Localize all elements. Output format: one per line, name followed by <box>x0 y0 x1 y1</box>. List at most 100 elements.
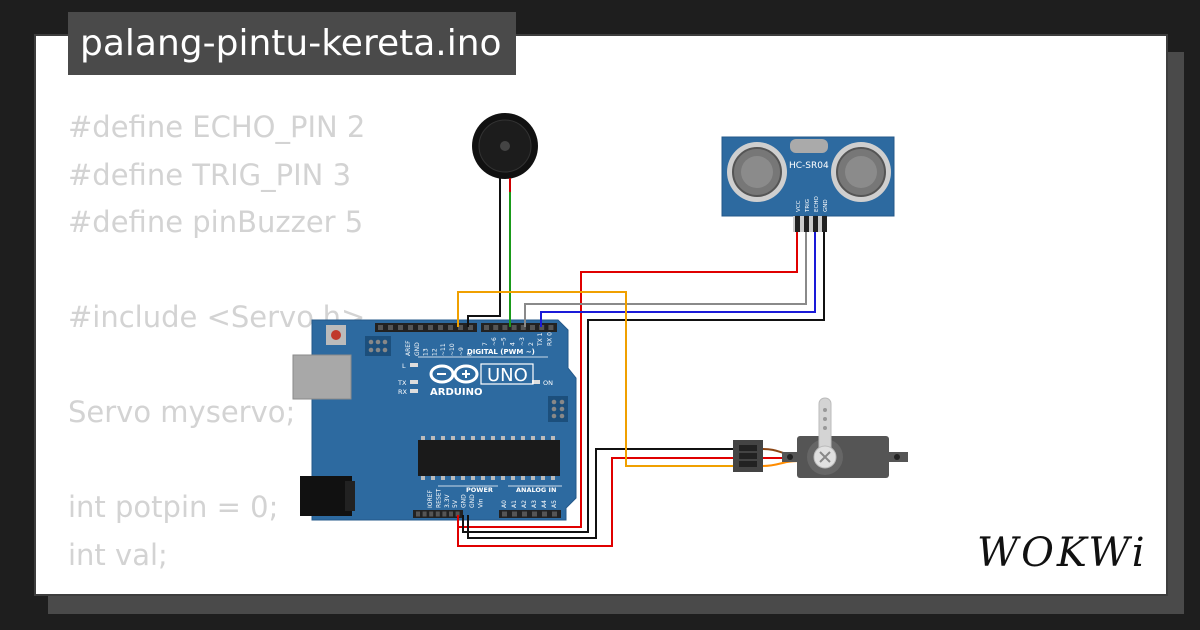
buzzer[interactable] <box>472 113 538 192</box>
header-pin <box>542 511 547 517</box>
code-line: Servo myservo; <box>68 395 296 429</box>
wire-sensor-gnd[interactable] <box>462 232 825 533</box>
header-pin <box>449 511 453 517</box>
chip-pin <box>481 476 485 480</box>
led-l-label: L <box>402 362 406 370</box>
digital-pin-label: 4 <box>510 342 517 346</box>
power-pin-label: 5V <box>452 499 459 508</box>
wire-sensor-trig[interactable] <box>524 232 807 327</box>
board-model: UNO <box>487 365 528 386</box>
code-line: int potpin = 0; <box>68 490 279 524</box>
atmega-chip <box>418 440 560 476</box>
chip-pin <box>481 436 485 440</box>
header-pin <box>532 511 537 517</box>
usb-port <box>292 354 352 400</box>
header-pin <box>493 325 499 330</box>
code-line: #include <Servo.h> <box>68 300 366 334</box>
digital-pin-label: RX 0 <box>546 332 553 346</box>
analog-header <box>499 510 561 518</box>
digital-pin-label: 8 <box>467 352 474 356</box>
wire-servo-vcc[interactable] <box>457 457 744 547</box>
led-on-label: ON <box>543 379 553 387</box>
digital-header-left <box>375 323 477 332</box>
chip-pin <box>541 476 545 480</box>
led-rx <box>410 389 418 393</box>
chip-pin <box>521 476 525 480</box>
project-filename-tab[interactable]: palang-pintu-kereta.ino <box>68 12 516 75</box>
header-pin <box>458 325 463 330</box>
sensor-pin-label: ECHO <box>814 196 820 212</box>
digital-pin-label: TX 1 <box>537 332 544 347</box>
uno-badge <box>480 363 534 385</box>
chip-pin <box>441 436 445 440</box>
sensor-pin-label: TRIG <box>805 199 811 213</box>
code-line: int val; <box>68 537 168 572</box>
board-brand: ARDUINO <box>430 387 482 398</box>
servo-horn[interactable] <box>818 397 832 449</box>
arduino-infinity-logo-icon <box>429 364 479 384</box>
header-pin <box>378 325 383 330</box>
header-pin <box>512 511 517 517</box>
power-jack <box>300 476 352 516</box>
power-pin-label: GND <box>469 494 476 508</box>
header-pin <box>468 325 473 330</box>
chip-pin <box>531 476 535 480</box>
chip-pin <box>521 436 525 440</box>
icsp-header-2 <box>548 396 568 422</box>
digital-pin-label: 13 <box>423 348 430 356</box>
wire-sensor-echo[interactable] <box>540 232 816 327</box>
wire-servo-gnd[interactable] <box>467 448 744 539</box>
analog-pin-label: A2 <box>521 500 528 508</box>
digital-pin-label: ~10 <box>449 343 456 356</box>
header-pin <box>522 511 527 517</box>
chip-pin <box>531 436 535 440</box>
power-pin-label: IOREF <box>427 490 434 508</box>
digital-pin-label: GND <box>414 342 421 356</box>
chip-pin <box>461 476 465 480</box>
header-pin <box>416 511 420 517</box>
power-pin-label: RESET <box>435 488 442 508</box>
digital-pin-label: 7 <box>482 342 489 346</box>
header-pin <box>429 511 434 517</box>
wokwi-logo-text: WOKWi <box>977 530 1148 576</box>
servo[interactable] <box>733 397 908 478</box>
wire-buzzer-gnd[interactable] <box>467 185 501 327</box>
power-pin-label: GND <box>461 494 468 508</box>
digital-header-label: DIGITAL (PWM ~) <box>467 348 535 356</box>
digital-pin-label: 12 <box>431 348 438 356</box>
digital-pin-label: ~9 <box>458 347 465 356</box>
header-pin <box>422 511 427 517</box>
header-pin <box>455 511 460 517</box>
wokwi-logo: WOKWi <box>975 522 1150 581</box>
digital-header-right <box>481 323 557 332</box>
chip-pin <box>511 476 515 480</box>
header-pin <box>388 325 393 330</box>
analog-pin-label: A1 <box>511 500 518 508</box>
chip-pin <box>421 476 425 480</box>
analog-label: ANALOG IN <box>516 486 556 494</box>
chip-pin <box>471 436 475 440</box>
header-pin <box>408 325 413 330</box>
header-pin <box>520 325 526 330</box>
digital-pin-label: AREF <box>405 340 412 356</box>
wire-servo-signal[interactable] <box>457 291 744 467</box>
led-l <box>410 363 418 367</box>
chip-pin <box>551 476 555 480</box>
header-pin <box>502 511 507 517</box>
digital-pin-label: ~5 <box>500 337 507 346</box>
led-tx-label: TX <box>397 379 407 387</box>
digital-pin-label: ~11 <box>440 343 447 356</box>
header-pin <box>428 325 433 330</box>
chip-pin <box>441 476 445 480</box>
header-pin <box>484 325 489 330</box>
led-rx-label: RX <box>398 388 408 396</box>
sensor-model: HC-SR04 <box>789 161 829 171</box>
chip-pin <box>431 476 435 480</box>
digital-pin-label: ~6 <box>491 337 498 346</box>
chip-pin <box>501 436 505 440</box>
header-pin <box>539 325 545 330</box>
code-line: #define pinBuzzer 5 <box>68 205 364 239</box>
